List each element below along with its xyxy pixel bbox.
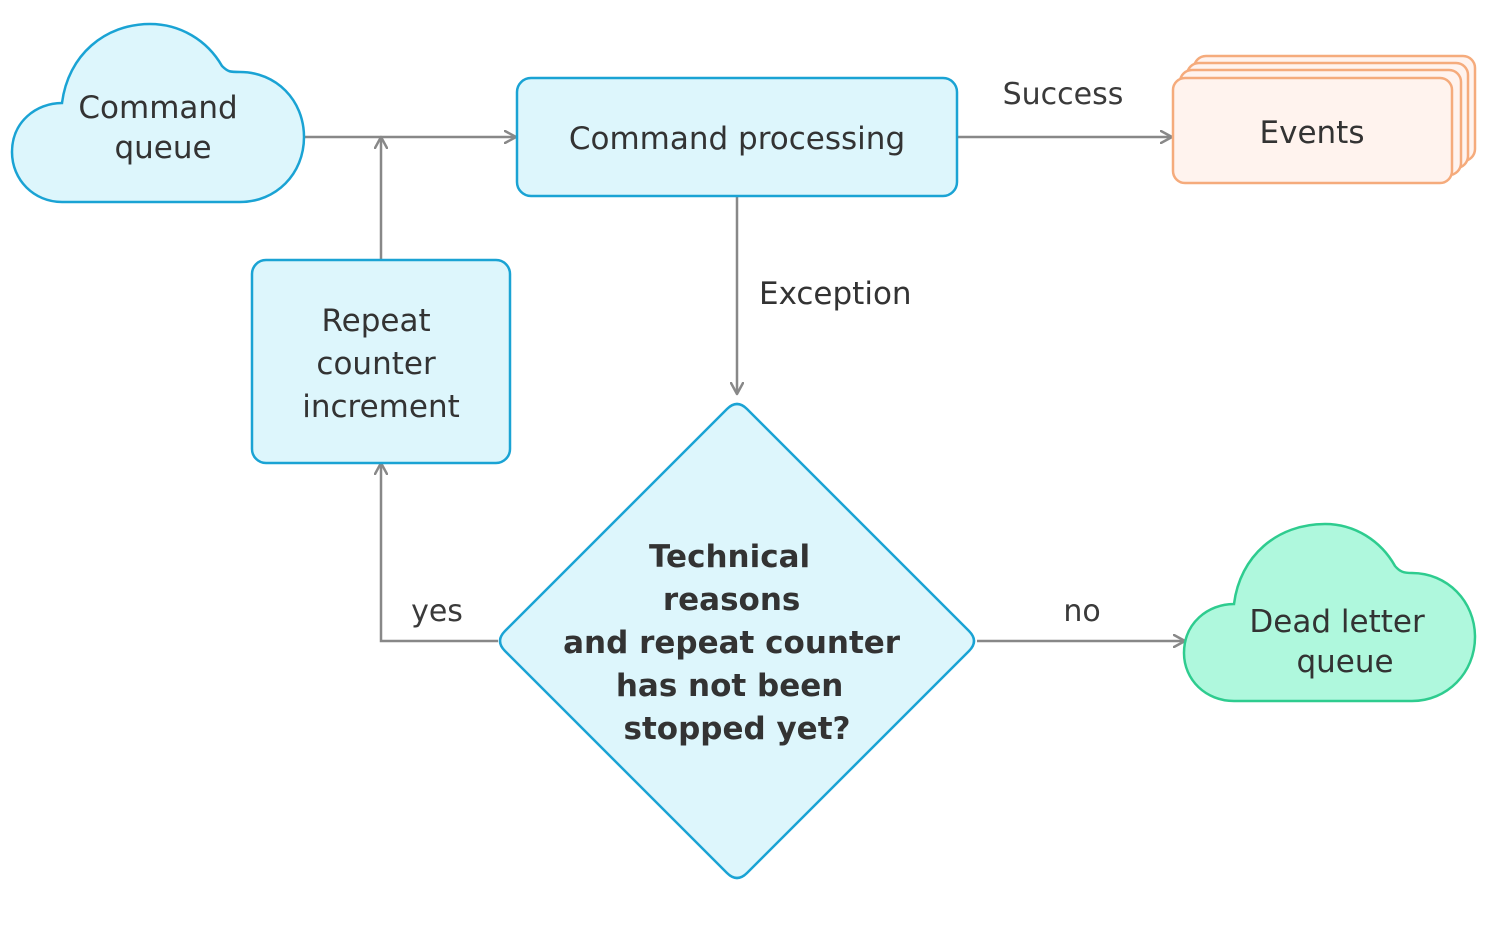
command-queue-line-2: queue [114,130,211,166]
node-command-queue[interactable]: Command queue [10,22,306,204]
repeat-counter-box [250,258,512,465]
dead-letter-queue-line-1: Dead letter [1249,604,1425,640]
events-label: Events [1260,115,1365,151]
command-processing-box [515,76,959,198]
edge-label-exception: Exception [759,276,912,312]
edge-label-no: no [1063,594,1100,629]
decision-line-3: and repeat counter [563,625,901,661]
node-dead-letter-queue[interactable]: Dead letter queue [1182,522,1477,703]
decision-line-1: Technical [649,539,810,575]
node-command-processing[interactable]: Command processing [515,76,959,198]
connectors [304,137,1185,641]
events-stack-front [1171,76,1454,185]
node-events[interactable]: Events [1171,54,1477,185]
repeat-counter-line-1: Repeat [322,303,431,339]
edge-labels: Success Exception yes no [411,77,1123,629]
command-queue-label: Command queue [78,90,247,166]
repeat-counter-label: Repeat counter increment [302,303,460,425]
node-decision[interactable]: Technical reasons and repeat counter has… [498,402,976,880]
cloud-shape [10,22,306,204]
edge-yes [381,463,498,643]
command-queue-line-1: Command [78,90,237,126]
repeat-counter-line-2: counter [316,346,436,382]
decision-line-5: stopped yet? [624,711,851,747]
cloud-shape [1182,522,1477,703]
dead-letter-queue-label: Dead letter queue [1249,604,1434,680]
decision-label: Technical reasons and repeat counter has… [563,539,911,747]
dead-letter-queue-line-2: queue [1296,644,1393,680]
repeat-counter-line-3: increment [302,389,460,425]
decision-line-2: reasons [663,582,801,618]
decision-line-4: has not been [616,668,844,704]
edge-label-yes: yes [411,594,463,629]
node-repeat-counter[interactable]: Repeat counter increment [250,258,512,465]
decision-diamond [498,402,976,880]
edge-label-success: Success [1003,77,1124,112]
command-processing-label: Command processing [569,121,905,157]
